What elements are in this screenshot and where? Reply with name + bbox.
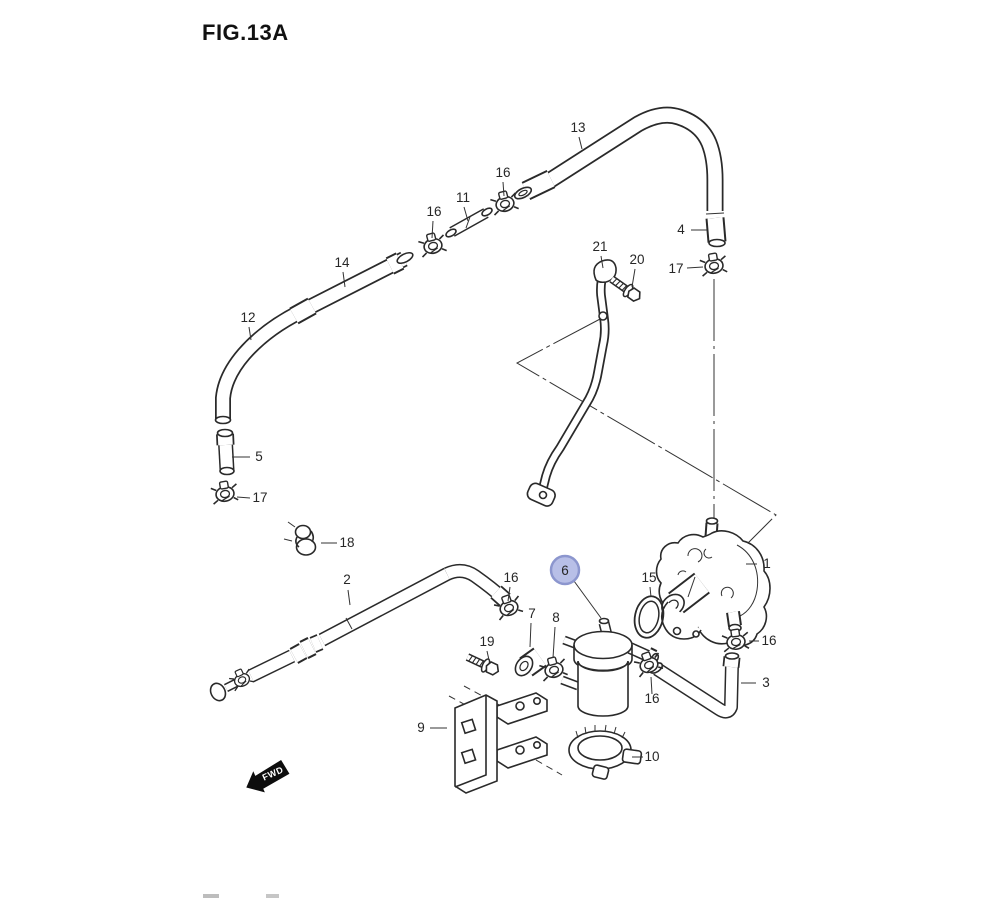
- callout-leader-16: [507, 586, 511, 602]
- callout-leader-16: [431, 220, 434, 239]
- part-callout-3[interactable]: 3: [762, 675, 770, 690]
- bolt-19: [464, 651, 501, 678]
- part-callout-14[interactable]: 14: [334, 255, 350, 270]
- band-clamp-10: [568, 724, 643, 780]
- hose-13: [513, 106, 724, 211]
- callout-leader-13: [578, 136, 583, 150]
- part-callout-17[interactable]: 17: [252, 490, 267, 505]
- hose-2: [209, 564, 511, 702]
- bolt-20: [608, 273, 644, 304]
- part-callout-16[interactable]: 16: [644, 691, 659, 706]
- part-callout-11[interactable]: 11: [456, 190, 470, 205]
- callout-leader-20: [631, 268, 636, 288]
- fwd-marker: FWD: [246, 759, 290, 793]
- part-callout-18[interactable]: 18: [339, 535, 354, 550]
- figure-title: FIG.13A: [202, 20, 289, 45]
- callout-leader-21: [600, 255, 604, 269]
- cushion-7: [514, 647, 547, 677]
- tube-5: [216, 428, 235, 476]
- part-callout-16[interactable]: 16: [495, 165, 510, 180]
- part-callout-15[interactable]: 15: [641, 570, 656, 585]
- callout-leader-2: [347, 589, 351, 606]
- part-callout-13[interactable]: 13: [570, 120, 585, 135]
- callouts-layer: 13 4 16 11 16 14 12 21 20 17 5 17 18 2 16 6 7 8 15 1 16 3 16 19…: [232, 120, 777, 764]
- callout-leader-14: [342, 271, 346, 288]
- clip-18: [283, 521, 317, 556]
- cropped-text-artifacts: [203, 894, 279, 898]
- callout-leader-7: [529, 622, 532, 648]
- hose-end-4: [705, 212, 727, 248]
- clamp-17-a: [698, 250, 729, 277]
- callout-leader-11: [463, 206, 469, 222]
- highlight-circle-part-6[interactable]: [549, 554, 581, 586]
- part-callout-19[interactable]: 19: [479, 634, 494, 649]
- part-callout-4[interactable]: 4: [677, 222, 685, 237]
- hose-3: [648, 652, 741, 719]
- part-callout-2[interactable]: 2: [343, 572, 351, 587]
- clamp-16-b: [488, 187, 521, 216]
- callout-leader-6: [573, 580, 602, 619]
- callout-leader-17: [236, 496, 251, 499]
- callout-leader-16: [502, 181, 505, 197]
- callout-leader-15: [649, 586, 652, 598]
- part-callout-20[interactable]: 20: [629, 252, 644, 267]
- hose-14: [296, 251, 414, 320]
- part-callout-16[interactable]: 16: [426, 204, 441, 219]
- part-callout-6[interactable]: 6: [561, 563, 569, 578]
- fuel-pump: [655, 517, 771, 647]
- part-callout-16[interactable]: 16: [761, 633, 776, 648]
- joint-11: [445, 207, 493, 238]
- hose-12: [214, 297, 317, 425]
- part-callout-5[interactable]: 5: [255, 449, 263, 464]
- callout-leader-16: [650, 676, 653, 695]
- part-callout-17[interactable]: 17: [668, 261, 683, 276]
- bracket-21: [526, 259, 617, 507]
- part-callout-1[interactable]: 1: [763, 556, 771, 571]
- part-callout-16[interactable]: 16: [503, 570, 518, 585]
- callout-leader-17: [686, 266, 704, 269]
- callout-leader-19: [486, 650, 490, 661]
- clamp-17-b: [209, 478, 240, 505]
- callout-leader-8: [552, 626, 556, 659]
- fwd-arrow-icon: [246, 759, 290, 793]
- part-callout-9[interactable]: 9: [417, 720, 425, 735]
- part-callout-8[interactable]: 8: [552, 610, 560, 625]
- part-callout-7[interactable]: 7: [528, 606, 536, 621]
- part-callout-21[interactable]: 21: [592, 239, 607, 254]
- part-callout-10[interactable]: 10: [644, 749, 659, 764]
- part-callout-12[interactable]: 12: [240, 310, 255, 325]
- callout-leader-12: [248, 326, 252, 341]
- o-ring-15: [633, 595, 665, 639]
- bracket-9: [454, 692, 548, 794]
